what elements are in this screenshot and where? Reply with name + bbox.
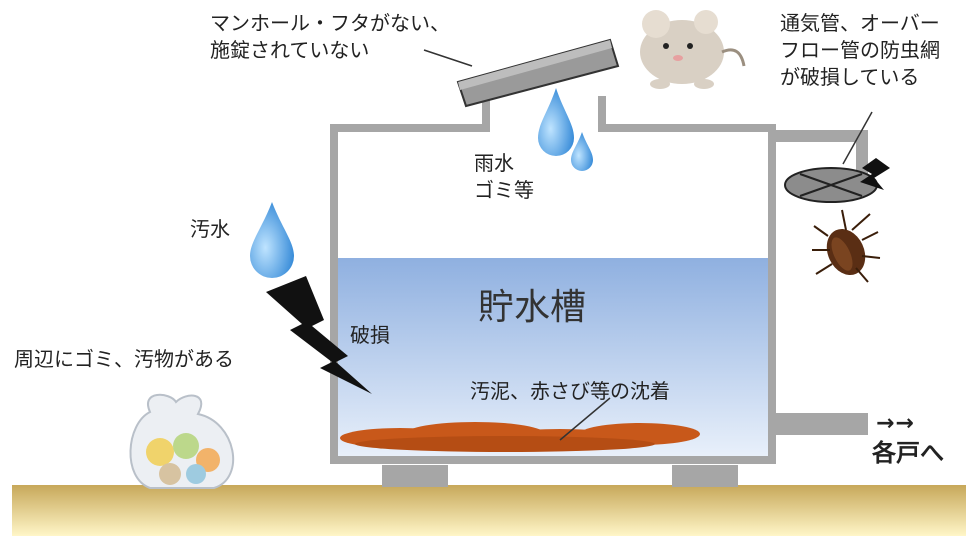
manhole-lid-icon: [456, 38, 620, 108]
vent-pipe: [776, 130, 868, 176]
trash-bag-icon: [129, 393, 235, 489]
sludge-callout-line: [559, 397, 611, 441]
vent-screen-icon: [784, 158, 890, 203]
label-tank: 貯水槽: [478, 287, 587, 328]
label-vent-line2: フロー管の防虫網: [780, 38, 940, 62]
label-surroundings: 周辺にゴミ、汚物がある: [14, 347, 234, 371]
vent-callout-line: [842, 111, 873, 165]
ground: [12, 485, 966, 536]
label-rain-line2: ゴミ等: [474, 178, 534, 202]
raindrop-icon: [538, 88, 574, 156]
label-damage: 破損: [350, 323, 390, 347]
sewage-drop-icon: [250, 202, 294, 278]
lightning-icon: [266, 276, 372, 394]
tank-leg-right: [672, 465, 738, 487]
mouse-icon: [640, 10, 746, 89]
label-to-homes: 各戸へ: [872, 439, 944, 467]
label-rain-line1: 雨水: [474, 151, 514, 175]
label-sediment: 汚泥、赤さび等の沈着: [470, 379, 670, 403]
label-vent-line1: 通気管、オーバー: [780, 11, 940, 35]
label-vent-line3: が破損している: [780, 65, 920, 89]
tank-leg-left: [382, 465, 448, 487]
tank-water: [338, 258, 768, 460]
manhole-callout-line: [423, 49, 473, 67]
label-manhole-line2: 施錠されていない: [210, 38, 370, 62]
label-to-homes-arrow: →→: [876, 411, 915, 436]
outlet-pipe: [776, 413, 868, 435]
raindrop-small-icon: [571, 132, 593, 171]
label-sewage: 汚水: [190, 217, 230, 241]
cockroach-icon: [812, 209, 881, 283]
label-manhole-line1: マンホール・フタがない、: [210, 11, 450, 35]
